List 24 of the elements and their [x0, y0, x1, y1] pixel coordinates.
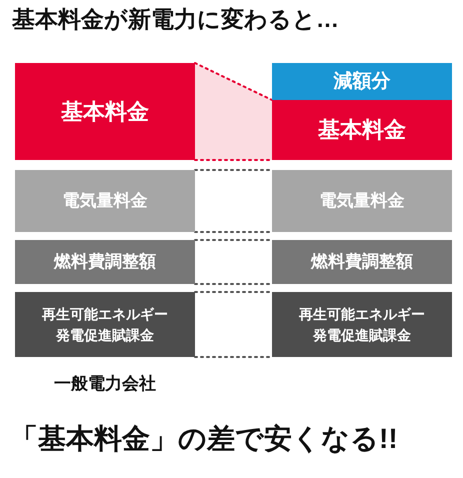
fee-box — [15, 63, 195, 160]
dotted-connector — [194, 291, 273, 358]
dotted-connector — [194, 239, 273, 285]
fee-label: 減額分 — [334, 70, 390, 94]
fee-box — [15, 292, 195, 357]
fee-label: 基本料金 — [318, 116, 406, 144]
title: 基本料金が新電力に変わると… — [12, 5, 340, 34]
fee-label: 基本料金 — [61, 98, 149, 126]
fee-box — [272, 63, 452, 100]
column-label: 一般電力会社 — [53, 373, 157, 395]
fee-label: 再生可能エネルギー発電促進賦課金 — [41, 305, 169, 344]
fee-label: 燃料費調整額 — [311, 250, 413, 273]
fee-box — [15, 240, 195, 284]
fee-box — [15, 170, 195, 232]
fee-label: 燃料費調整額 — [54, 250, 156, 273]
fee-label: 再生可能エネルギー発電促進賦課金 — [298, 305, 426, 344]
fee-label: 電気量料金 — [320, 190, 404, 212]
fee-box — [272, 100, 452, 160]
fee-box — [272, 292, 452, 357]
dotted-connector — [194, 169, 273, 233]
fee-box — [272, 170, 452, 232]
fee-box — [272, 240, 452, 284]
caption: 「基本料金」の差で安くなる!! — [10, 422, 399, 456]
fee-label: 電気量料金 — [62, 190, 148, 212]
